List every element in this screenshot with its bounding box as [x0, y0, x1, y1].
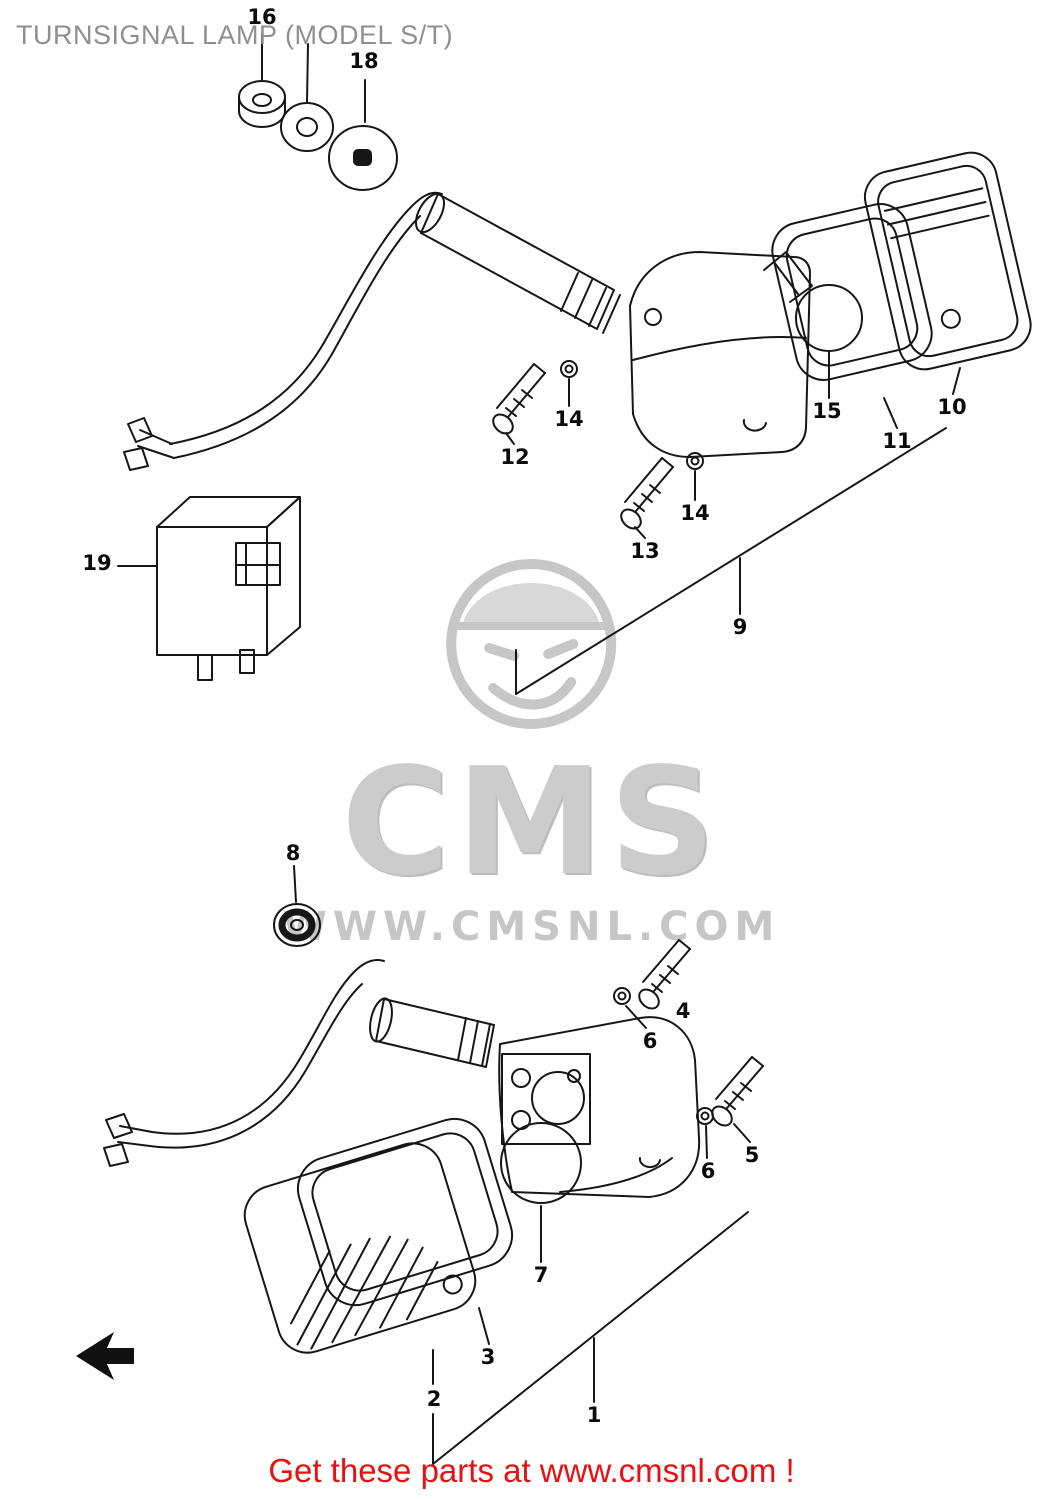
callout-4[interactable]: 4: [675, 999, 691, 1023]
top-lens: [863, 151, 1032, 371]
screw-12: [492, 363, 546, 445]
washer-6-a: [613, 987, 647, 1029]
callout-10[interactable]: 10: [937, 395, 967, 419]
bottom-gasket: [296, 1117, 514, 1307]
bottom-lens: [243, 1142, 477, 1354]
bottom-bracket-line: [432, 1211, 749, 1465]
top-bracket-line: [515, 427, 947, 695]
callout-6-a[interactable]: 6: [642, 1029, 658, 1053]
callout-1[interactable]: 1: [586, 1403, 602, 1427]
washer-14-top: [560, 360, 578, 407]
bottom-housing: [498, 1016, 701, 1198]
callout-8[interactable]: 8: [285, 841, 301, 865]
grommet: [273, 865, 321, 947]
top-lens-leader: [952, 367, 961, 395]
top-lamp-stem: [414, 192, 621, 334]
top-gasket-leader: [883, 397, 898, 429]
screw-13: [620, 457, 674, 539]
bottom-gasket-leader: [478, 1307, 490, 1345]
top-housing: [629, 251, 811, 458]
footer-cta-link[interactable]: Get these parts at www.cmsnl.com !: [268, 1452, 795, 1489]
callout-13[interactable]: 13: [630, 539, 660, 563]
bottom-bulb: [500, 1122, 582, 1263]
callout-16[interactable]: 16: [247, 5, 277, 29]
washer-14-top-b: [686, 452, 704, 501]
bottom-lamp-stem: [369, 997, 495, 1068]
direction-arrow-icon: [76, 1332, 134, 1380]
callout-12[interactable]: 12: [500, 445, 530, 469]
screw-4: [638, 939, 691, 1010]
flasher-relay: [117, 496, 301, 681]
callout-14-a[interactable]: 14: [554, 407, 584, 431]
callout-3[interactable]: 3: [480, 1345, 496, 1369]
top-fastener-stack: [238, 33, 398, 191]
callout-14-b[interactable]: 14: [680, 501, 710, 525]
callout-2[interactable]: 2: [426, 1387, 442, 1411]
screw-5: [711, 1056, 764, 1143]
callout-18[interactable]: 18: [349, 49, 379, 73]
callout-5[interactable]: 5: [744, 1143, 760, 1167]
page-title: TURNSIGNAL LAMP (MODEL S/T): [16, 20, 454, 50]
bottom-wire-lead: [103, 959, 385, 1167]
callout-11[interactable]: 11: [882, 429, 912, 453]
callout-9[interactable]: 9: [732, 615, 748, 639]
callout-6-b[interactable]: 6: [700, 1159, 716, 1183]
top-wire-lead: [123, 191, 443, 471]
callout-19[interactable]: 19: [82, 551, 112, 575]
callout-7[interactable]: 7: [533, 1263, 549, 1287]
washer-6-b: [696, 1107, 714, 1159]
top-gasket: [771, 203, 933, 381]
callout-15[interactable]: 15: [812, 399, 842, 423]
